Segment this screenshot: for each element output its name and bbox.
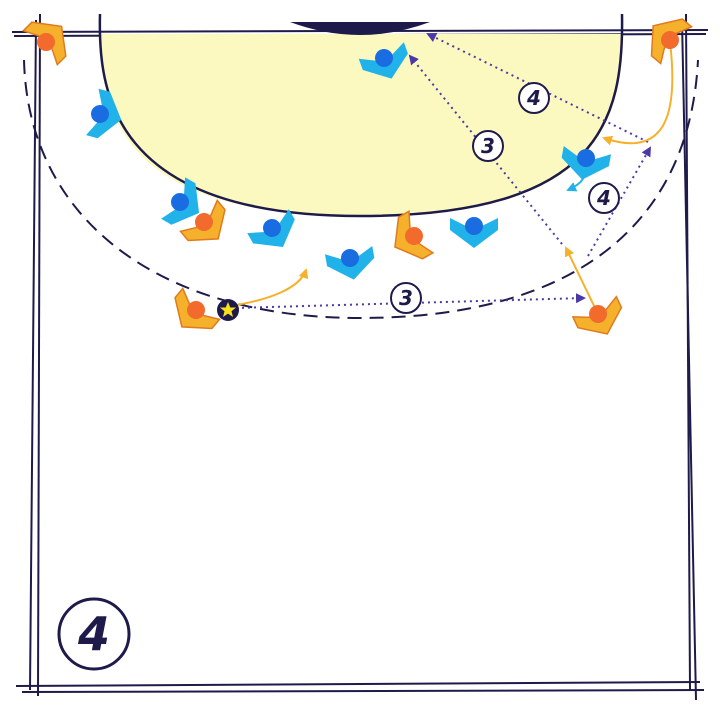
step-badge-text: 4 [77, 607, 110, 661]
pass-labels: 4 3 3 4 [390, 82, 620, 314]
defender-center-left [324, 245, 375, 280]
attacker-right-back [571, 295, 623, 335]
defender-pivot [358, 42, 408, 79]
run-line-left-back [229, 268, 309, 307]
pass-label-pivot: 3 [472, 130, 504, 162]
defender-left-half [161, 177, 200, 225]
free-throw-line [23, 59, 699, 320]
attacker-left-center [179, 199, 226, 242]
attacker-center-pivot [394, 209, 435, 260]
defender-left-wing [86, 88, 122, 139]
pass-label-text: 4 [526, 86, 541, 110]
goal [290, 22, 430, 35]
defender-right-half [561, 145, 612, 180]
attacker-left-back [174, 287, 221, 330]
pass-label-right: 4 [588, 182, 620, 214]
run-line-right-wing [602, 41, 674, 146]
pass-line-wing-right-to-pivot [426, 33, 649, 143]
attackers [21, 18, 693, 335]
pass-label-text: 4 [596, 186, 611, 210]
run-line-right-back [564, 246, 599, 315]
pass-label-text: 3 [481, 134, 495, 158]
pass-label-text: 3 [399, 286, 413, 310]
defender-center-right [450, 217, 498, 248]
attacker-left-wing [21, 21, 67, 67]
defender-left-back [247, 209, 295, 248]
pass-line-back-right-to-wing-right [587, 146, 651, 257]
goal-area [100, 34, 622, 216]
pass-label-backs: 3 [390, 282, 422, 314]
defenders [86, 42, 612, 280]
pass-label-wing: 4 [518, 82, 550, 114]
star-icon [217, 299, 239, 321]
attacker-right-wing [650, 18, 693, 65]
step-badge: 4 [57, 597, 131, 671]
